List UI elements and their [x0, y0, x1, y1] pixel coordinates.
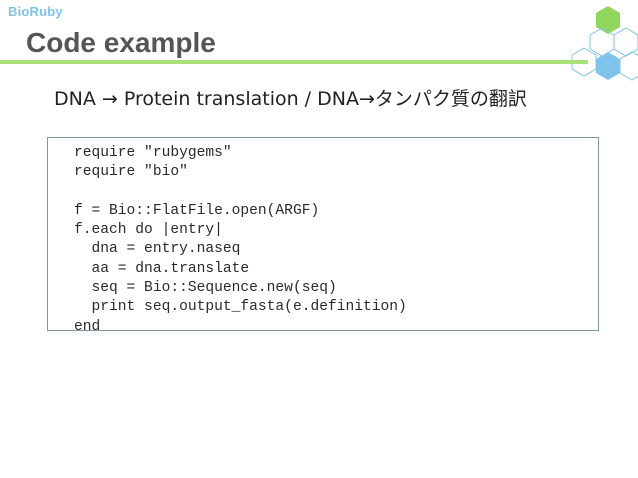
- code-line: dna = entry.naseq: [74, 241, 241, 258]
- slide-title: Code example: [26, 27, 216, 58]
- code-line: require "rubygems": [74, 145, 232, 161]
- hexagon-green-top: [596, 6, 620, 34]
- hexagon-outline-4: [619, 51, 638, 81]
- code-block: require "rubygems"require "bio"f = Bio::…: [47, 137, 599, 335]
- code-line: end: [74, 318, 101, 335]
- hexagon-outline-3: [571, 47, 597, 77]
- title-underline: [0, 60, 588, 64]
- code-line: seq = Bio::Sequence.new(seq): [74, 280, 337, 297]
- code-line: print seq.output_fasta(e.definition): [74, 299, 407, 316]
- slide-subtitle: DNA → Protein translation / DNA→タンパク質の翻訳: [54, 88, 527, 110]
- code-line: aa = dna.translate: [74, 260, 250, 277]
- hexagon-blue-filled: [596, 52, 620, 80]
- hexagon-outline-2: [613, 27, 638, 57]
- code-line: f = Bio::FlatFile.open(ARGF): [74, 202, 320, 219]
- code-listing: require "rubygems"require "bio"f = Bio::…: [74, 144, 407, 337]
- code-line: require "bio": [74, 164, 188, 181]
- code-line: [74, 183, 407, 202]
- bioruby-logo: BioRuby: [8, 4, 63, 19]
- hexagon-decoration: [571, 6, 638, 81]
- code-line: f.each do |entry|: [74, 222, 223, 239]
